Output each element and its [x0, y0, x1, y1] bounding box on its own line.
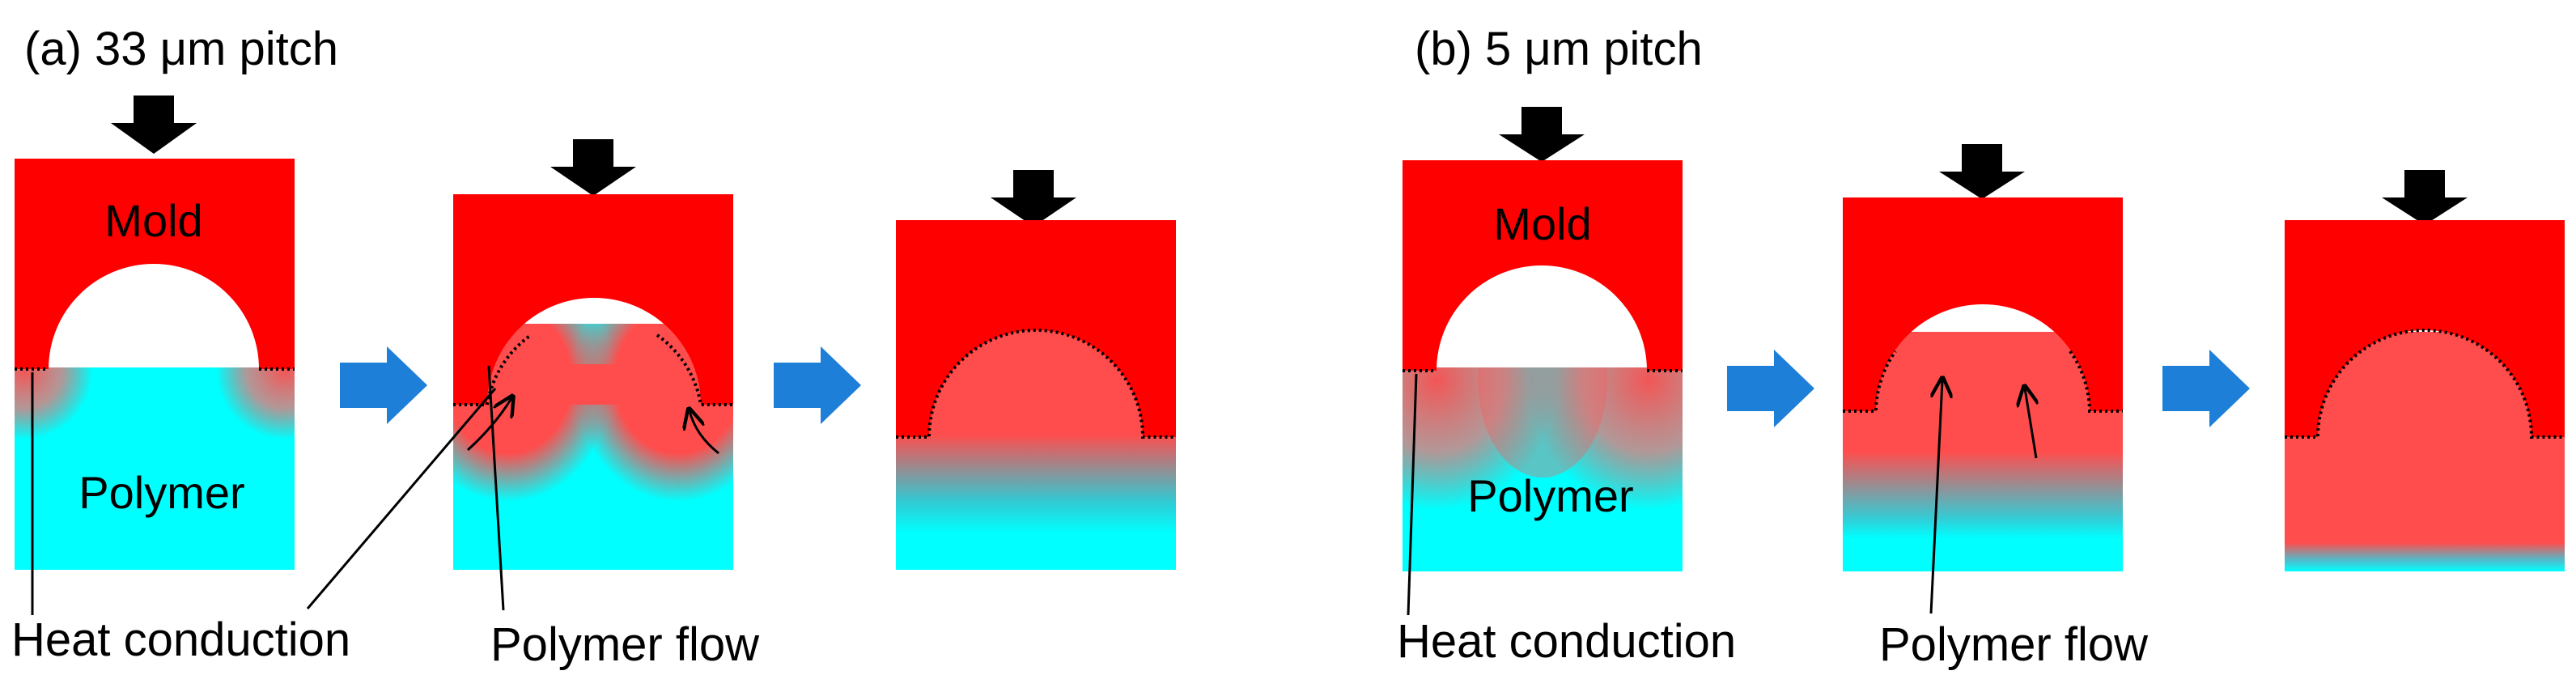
mold-block	[453, 194, 733, 405]
heat-zone	[15, 367, 93, 439]
step-arrow	[2162, 350, 2250, 427]
mold-interface-dotted	[656, 333, 733, 406]
panel-a-title: (a) 33 μm pitch	[24, 23, 338, 75]
heat-zone	[1478, 367, 1607, 478]
press-arrow	[1939, 144, 2025, 199]
mold-block	[896, 220, 1176, 437]
heat-pointer-line	[1407, 373, 1418, 616]
mold-block	[2285, 220, 2565, 437]
heat-zone	[1403, 367, 1558, 510]
press-arrow	[2382, 170, 2468, 225]
step-arrow	[340, 346, 427, 424]
step-arrow	[774, 346, 861, 424]
heat-conduction-label: Heat conduction	[11, 613, 350, 666]
press-arrow	[991, 170, 1076, 227]
panel-b-stage-1: Mold Polymer	[1403, 107, 1683, 571]
panel-b-stage-2	[1843, 144, 2123, 571]
press-arrow	[550, 139, 636, 196]
mold-label: Mold	[104, 195, 202, 246]
panel-a-stage-3	[896, 170, 1176, 570]
mold-interface-dotted	[453, 333, 533, 406]
polymer-bulge	[487, 335, 701, 405]
polymer-label: Polymer	[1467, 470, 1633, 521]
mold-block	[1843, 197, 2123, 411]
mold-block	[1403, 160, 1683, 371]
mold-interface-dotted	[2069, 350, 2123, 413]
flow-arrow	[2025, 388, 2036, 459]
flow-pointer-line	[487, 365, 505, 611]
flow-arrow	[690, 411, 719, 455]
heat-zone	[1527, 367, 1683, 510]
panel-a-stage-2	[453, 139, 733, 570]
panel-b-stage-3	[2285, 170, 2565, 571]
step-arrow	[1727, 350, 1814, 427]
heat-conduction-label: Heat conduction	[1397, 615, 1736, 668]
polymer-flow-label: Polymer flow	[1879, 618, 2149, 671]
flow-pointer-line	[1929, 380, 1942, 614]
heat-zone	[216, 367, 295, 439]
press-arrow	[111, 96, 197, 154]
polymer-flow-label: Polymer flow	[490, 618, 760, 671]
heat-pointer-line	[306, 388, 497, 609]
polymer-label: Polymer	[79, 467, 244, 518]
mold-block	[15, 159, 295, 369]
panel-a-stage-1: Mold Polymer	[15, 96, 295, 570]
press-arrow	[1499, 107, 1585, 162]
panel-b-title: (b) 5 μm pitch	[1415, 23, 1703, 75]
mold-label: Mold	[1493, 198, 1591, 249]
polymer-bulge	[1876, 340, 2090, 411]
